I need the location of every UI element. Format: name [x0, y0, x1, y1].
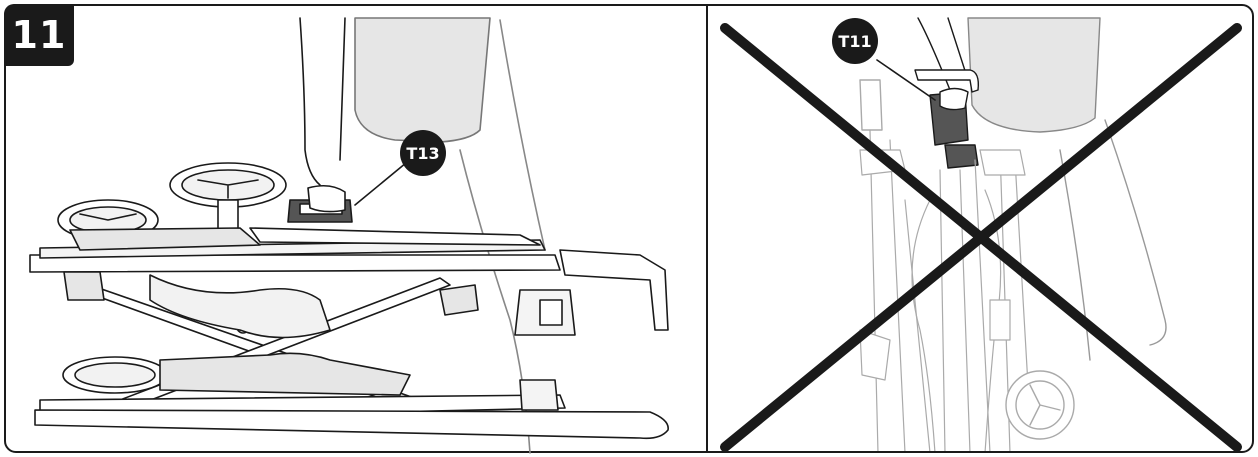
instruction-frame [4, 4, 1254, 453]
left-panel-illustration [29, 17, 669, 454]
callout-badge-left: T13 [400, 130, 446, 176]
lower-wheel [62, 356, 168, 394]
panel-divider [706, 4, 708, 453]
person-torso-right [967, 17, 1101, 133]
person-arm [299, 17, 321, 186]
prohibited-cross-icon [720, 23, 1242, 452]
top-wheel [169, 162, 287, 231]
step-number-badge: 11 [4, 4, 74, 66]
callout-leader-right [876, 59, 936, 101]
stroller-handle-top [914, 69, 980, 93]
front-handle [514, 249, 669, 336]
callout-badge-right: T11 [832, 18, 878, 64]
carry-handle [287, 184, 353, 223]
callout-leader-left [354, 157, 413, 206]
person-leg-right [499, 19, 546, 251]
upper-frame [29, 254, 561, 273]
right-wheel [1005, 370, 1075, 440]
